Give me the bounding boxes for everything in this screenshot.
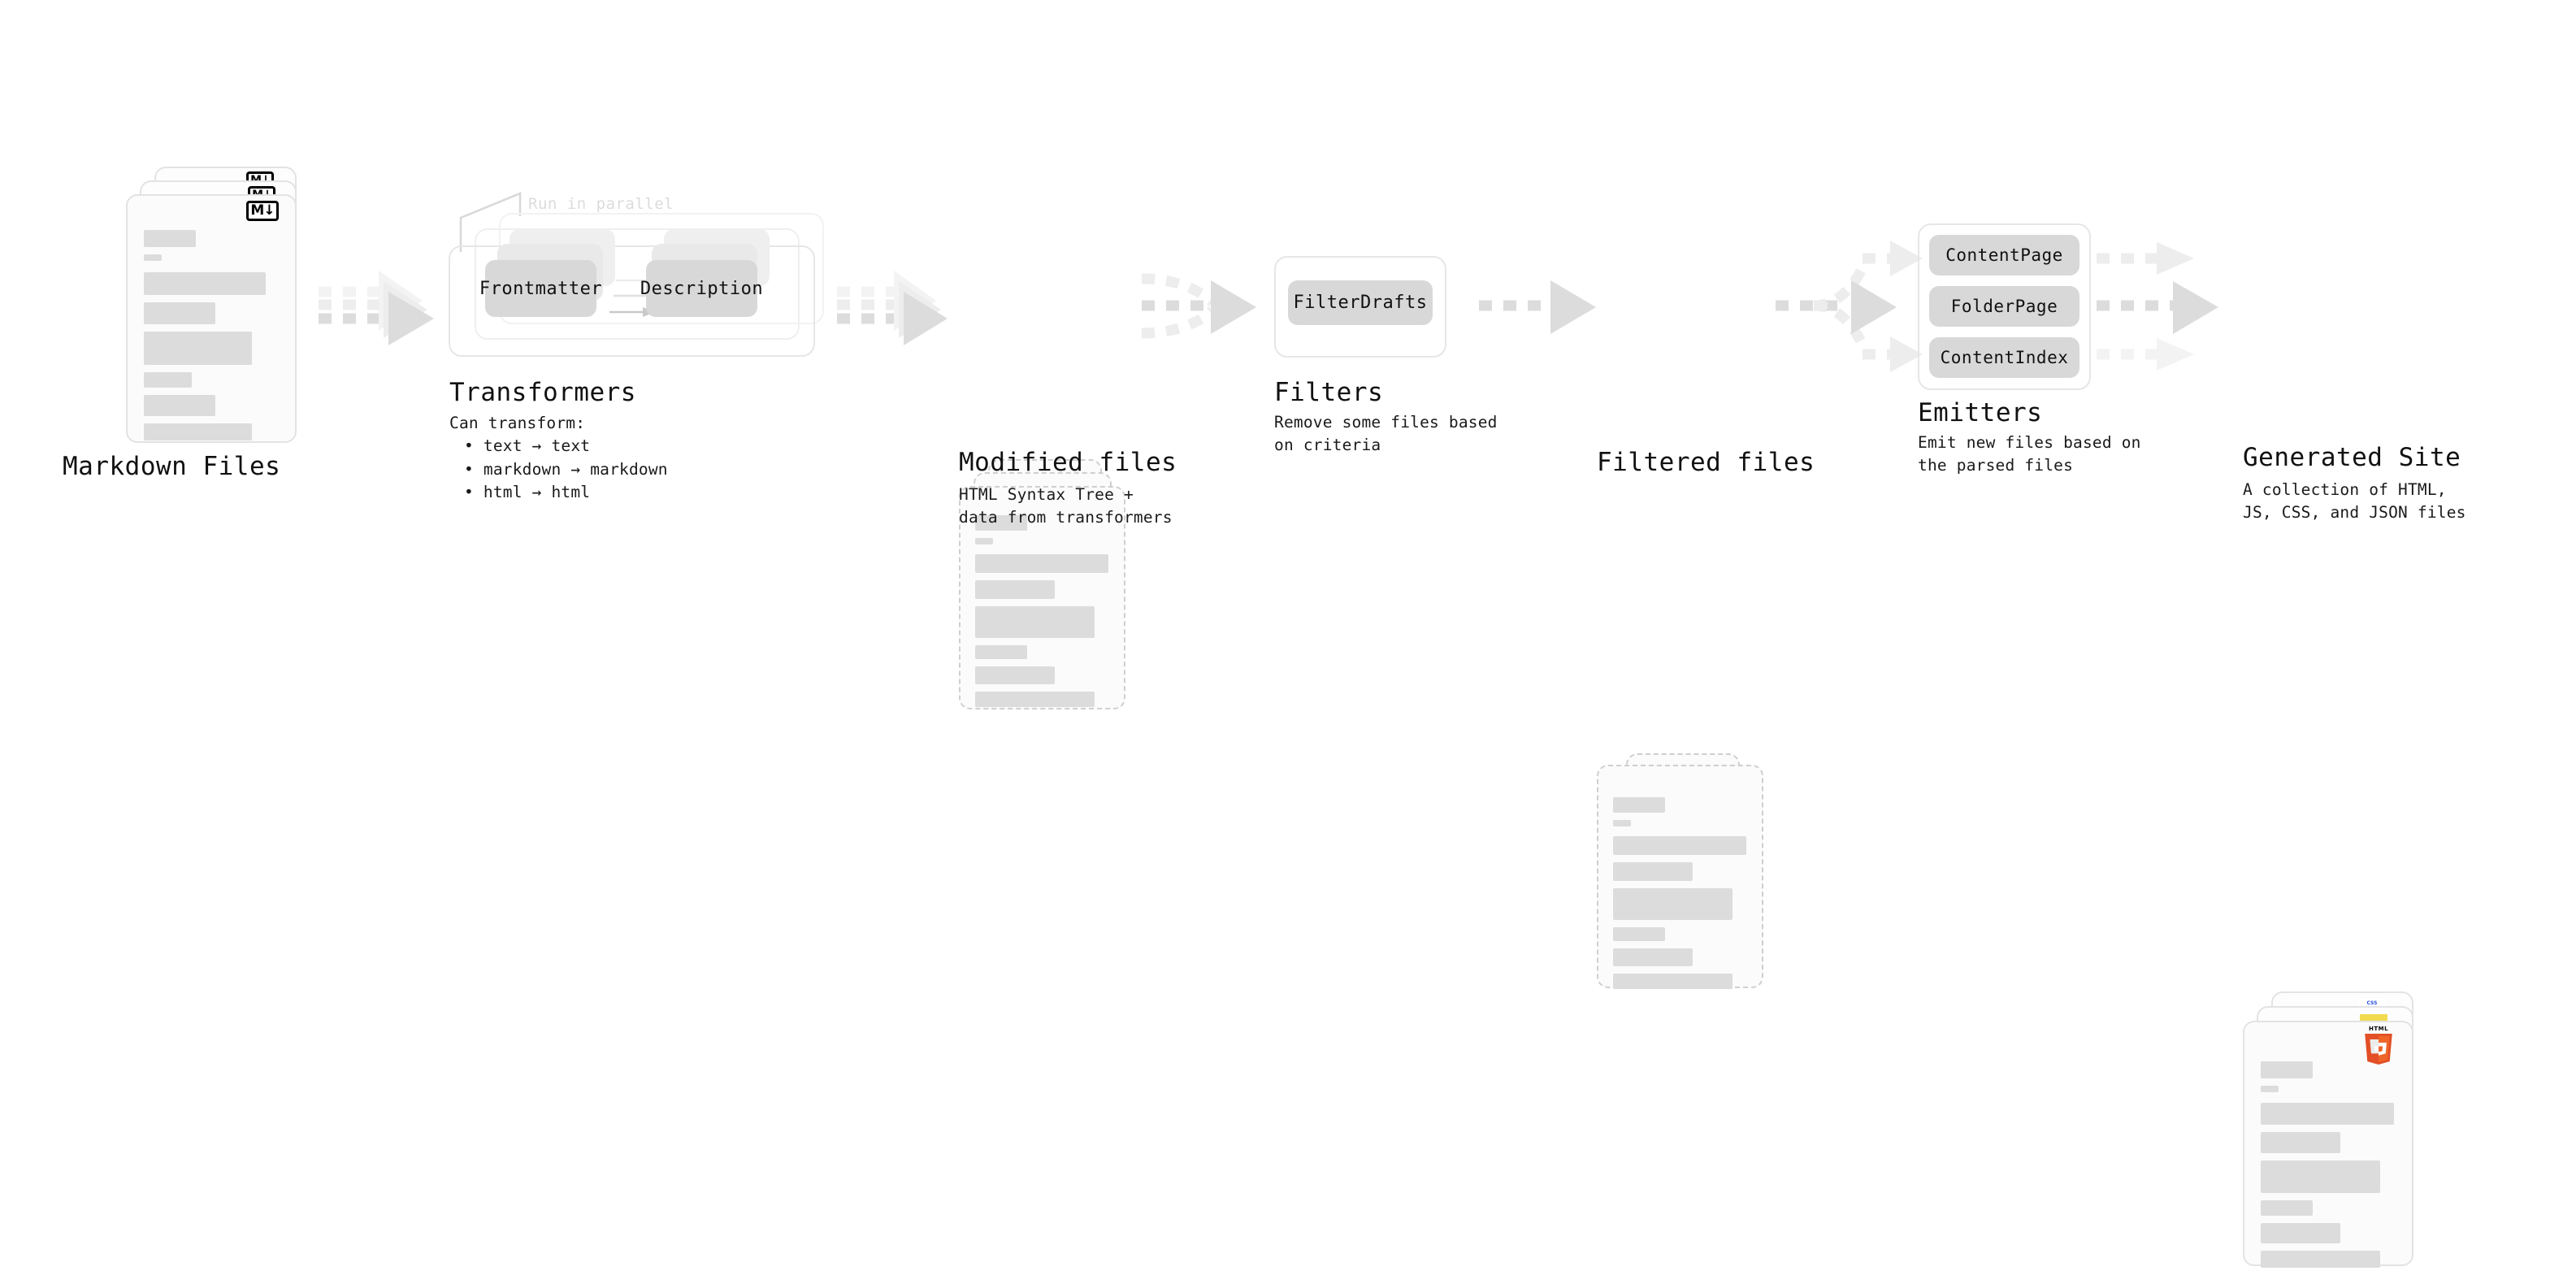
html5-icon: HTML	[2363, 1026, 2394, 1065]
generated-site-title: Generated Site	[2243, 443, 2461, 472]
filtered-files-title: Filtered files	[1597, 448, 1815, 477]
emitter-pill-contentindex[interactable]: ContentIndex	[1929, 337, 2079, 378]
connector-markdown-to-transformers	[319, 271, 434, 345]
diagram-canvas: .dash { stroke:#dcdcdc; stroke-width:13;…	[63, 167, 2466, 1268]
modified-card-placeholder-lines	[975, 515, 1109, 714]
site-card-placeholder-lines	[2261, 1061, 2397, 1275]
markdown-icon: M↓	[246, 201, 279, 221]
transformer-pill-frontmatter[interactable]: Frontmatter	[479, 260, 602, 317]
emitter-pill-contentindex-label: ContentIndex	[1940, 348, 2069, 367]
modified-files-title: Modified files	[959, 448, 1177, 477]
filter-pill-filterdrafts-label: FilterDrafts	[1293, 293, 1428, 313]
emitter-pill-folderpage-label: FolderPage	[1950, 297, 2058, 316]
markdown-files-title: Markdown Files	[63, 452, 281, 481]
emitters-subtitle: Emit new files based on the parsed files	[1918, 433, 2141, 475]
transformers-body-item-0: • text → text	[464, 436, 591, 456]
filters-subtitle: Remove some files based on criteria	[1274, 413, 1498, 455]
markdown-card-placeholder-lines	[144, 230, 280, 448]
modified-files-subtitle: HTML Syntax Tree + data from transformer…	[959, 485, 1173, 527]
run-in-parallel-label: Run in parallel	[528, 195, 674, 213]
filters-title: Filters	[1274, 378, 1384, 407]
transformer-pill-description-label: Description	[640, 278, 764, 299]
markdown-card-front	[126, 194, 297, 443]
transformer-pill-frontmatter-label: Frontmatter	[479, 278, 603, 299]
transformers-body-head: Can transform:	[449, 414, 586, 432]
filters-frame	[1274, 256, 1446, 358]
filter-pill-filterdrafts[interactable]: FilterDrafts	[1288, 280, 1433, 325]
stage-generated-site: CSS HTML	[2243, 991, 2446, 1284]
emitters-frame	[1918, 223, 2091, 390]
html5-icon-wordmark: HTML	[2368, 1026, 2389, 1032]
transformers-frame-front	[449, 245, 815, 357]
connector-modified-to-filters	[1141, 273, 1256, 339]
filtered-card-placeholder-lines	[1613, 797, 1747, 996]
connector-transformers-to-modified	[837, 271, 948, 345]
transformers-title: Transformers	[449, 378, 636, 407]
transformers-body: Can transform: • text → text • markdown …	[449, 412, 668, 504]
stage-markdown-files: M↓ M↓ M↓	[126, 167, 321, 451]
transformers-body-item-2: • html → html	[464, 482, 591, 501]
filtered-card-front	[1597, 765, 1763, 989]
transformers-frame-mid	[475, 228, 800, 340]
stage-filtered-files	[1597, 753, 1784, 1022]
emitter-pill-contentpage[interactable]: ContentPage	[1929, 235, 2079, 275]
emitter-pill-folderpage[interactable]: FolderPage	[1929, 286, 2079, 327]
stage-emitters: ContentPage FolderPage ContentIndex	[1918, 223, 2129, 390]
generated-site-subtitle: A collection of HTML, JS, CSS, and JSON …	[2243, 480, 2466, 523]
emitters-title: Emitters	[1918, 398, 2043, 427]
emitter-pill-contentpage-label: ContentPage	[1945, 245, 2063, 265]
connector-filters-to-filtered	[1479, 280, 1596, 334]
stage-filters: FilterDrafts	[1274, 256, 1477, 358]
stage-transformers: Frontmatter Description	[449, 213, 839, 357]
transformers-body-item-1: • markdown → markdown	[464, 459, 668, 479]
transformer-pill-description[interactable]: Description	[640, 260, 763, 317]
connector-filtered-to-emitters	[1776, 241, 1923, 372]
